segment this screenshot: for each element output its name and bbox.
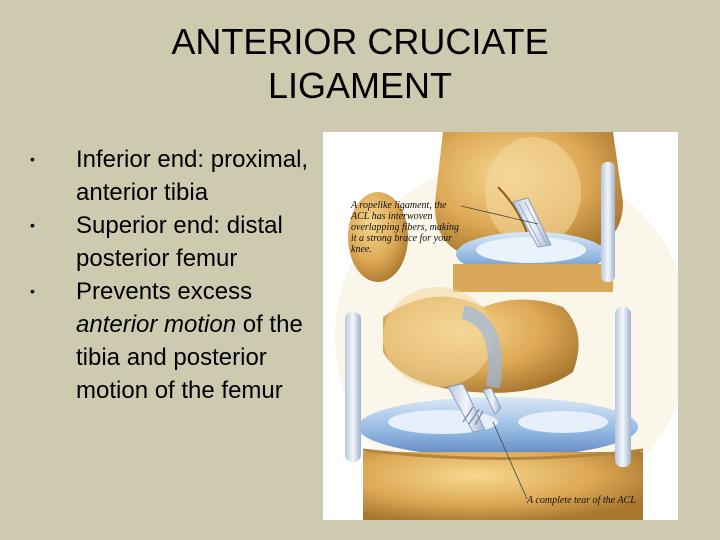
caption-healthy-acl: A ropelike ligament, the ACL has interwo… — [351, 200, 460, 255]
slide-title: ANTERIOR CRUCIATE LIGAMENT — [0, 20, 720, 108]
title-line-1: ANTERIOR CRUCIATE — [171, 21, 549, 62]
bullet-item: • Prevents excess anterior motion of the… — [30, 275, 320, 407]
lower-knee — [345, 287, 644, 520]
kneecap-shape — [348, 192, 408, 282]
bullet-text-emphasis: anterior motion — [76, 311, 237, 338]
bullet-glyph: • — [30, 151, 35, 167]
caption-torn-acl: A complete tear of the ACL — [527, 495, 636, 506]
bullet-text: Superior end: distal posterior femur — [76, 212, 283, 272]
knee-drawing — [335, 132, 678, 520]
bullet-text: Prevents excess anterior motion of the t… — [76, 278, 303, 404]
bullet-glyph: • — [30, 217, 35, 233]
bullet-list: • Inferior end: proximal, anterior tibia… — [30, 143, 320, 407]
knee-illustration: A ropelike ligament, the ACL has interwo… — [323, 132, 678, 520]
bullet-text-post: of the tibia and posterior motion of the… — [76, 311, 303, 404]
bullet-glyph: • — [30, 283, 35, 299]
upper-knee — [434, 132, 623, 292]
title-line-2: LIGAMENT — [267, 65, 453, 106]
bullet-text-pre: Prevents excess — [76, 278, 253, 305]
bullet-item: • Inferior end: proximal, anterior tibia — [30, 143, 320, 209]
bullet-text: Inferior end: proximal, anterior tibia — [76, 146, 309, 206]
bullet-item: • Superior end: distal posterior femur — [30, 209, 320, 275]
